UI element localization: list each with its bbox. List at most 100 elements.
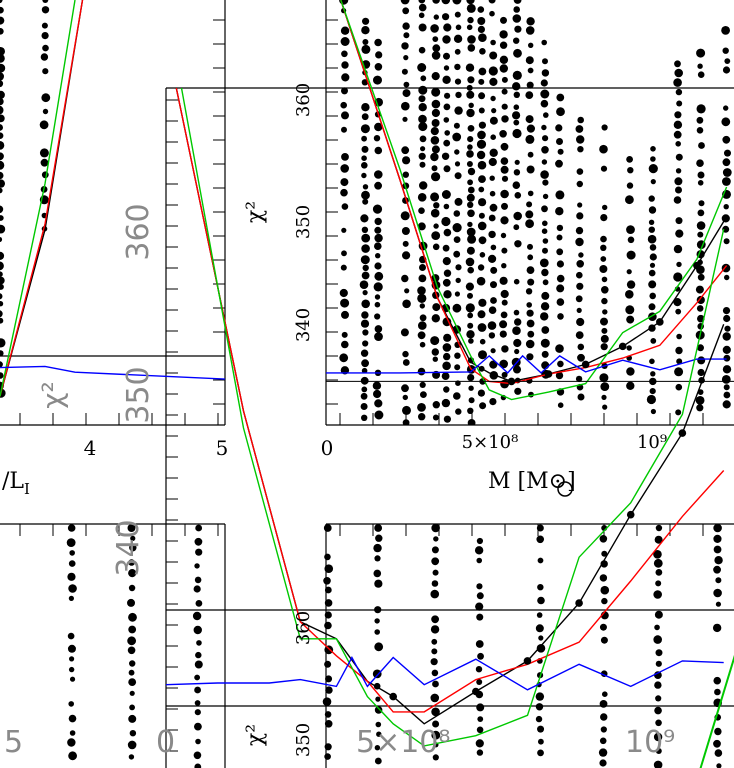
tr-point <box>600 244 607 251</box>
bottom-point <box>128 625 137 634</box>
tr-point <box>500 311 508 319</box>
tr-point <box>452 303 462 313</box>
bottom-point <box>655 580 662 587</box>
tr-point <box>467 186 475 194</box>
bottom-point <box>324 599 333 607</box>
bottom-point <box>196 640 202 646</box>
tr-point <box>697 71 705 78</box>
tr-point <box>490 297 497 304</box>
bottom-point <box>713 565 721 574</box>
tr-point <box>525 26 535 35</box>
tr-point <box>466 3 476 13</box>
tr-point <box>488 214 496 222</box>
tr-point <box>478 350 487 360</box>
bottom-point <box>600 585 610 595</box>
tr-point <box>443 52 450 60</box>
tr-point <box>675 88 683 96</box>
tr-point <box>401 227 410 235</box>
tr-point <box>555 159 563 168</box>
bottom-point <box>653 760 663 768</box>
axis-labels: 4 5 /LI 0 5×10⁸ 10⁹ M [M⊙] χ² 360 350 34… <box>2 83 667 757</box>
tr-point <box>374 217 382 226</box>
tr-point <box>513 278 520 285</box>
bottom-point <box>537 725 545 733</box>
tl-point <box>41 31 49 40</box>
tr-point <box>477 130 486 140</box>
tr-point <box>525 288 533 295</box>
bottom-point <box>68 560 76 567</box>
tr-point <box>400 328 409 337</box>
tr-point <box>442 361 451 371</box>
tr-point <box>501 371 508 378</box>
bottom-point <box>130 535 136 542</box>
tr-point <box>478 175 486 184</box>
bottom-point <box>599 700 608 708</box>
tr-point <box>478 212 485 219</box>
tl-point <box>0 293 3 300</box>
tr-point <box>514 25 522 33</box>
bottom-point <box>194 660 203 669</box>
tr-point <box>724 149 731 157</box>
bottom-point <box>129 690 135 696</box>
tr-point <box>722 158 731 167</box>
tr-point <box>362 184 369 190</box>
tr-point <box>513 119 520 126</box>
bottom-point <box>475 602 484 611</box>
bottom-point <box>476 557 483 564</box>
bottom-point <box>654 671 662 679</box>
tr-point <box>501 76 508 83</box>
tr-point <box>542 279 549 286</box>
tl-point <box>0 90 5 99</box>
tr-point <box>341 50 348 58</box>
bottom-point <box>432 754 439 761</box>
tr-black-marker <box>544 370 553 378</box>
bottom-point <box>713 739 721 748</box>
tr-point <box>361 359 369 368</box>
tl-point <box>0 54 5 63</box>
tr-point <box>600 334 609 343</box>
tr-point <box>478 236 487 245</box>
tr-point <box>673 298 682 307</box>
tr-point <box>441 398 451 408</box>
bottom-point <box>325 675 333 683</box>
tr-point <box>648 195 655 202</box>
tr-point <box>526 17 535 26</box>
tr-point <box>374 399 383 408</box>
bottom-point <box>127 598 136 607</box>
tr-point <box>489 148 498 157</box>
tr-point <box>402 240 409 247</box>
tr-point <box>576 260 584 268</box>
tr-point <box>556 224 564 232</box>
bottom-point <box>129 704 135 711</box>
tr-point <box>467 322 474 329</box>
tr-point <box>341 111 349 120</box>
tr-point <box>676 261 682 268</box>
tr-point <box>454 352 461 359</box>
tr-point <box>402 251 411 260</box>
bottom-point <box>599 574 608 582</box>
tr-point <box>466 193 475 202</box>
bottom-point <box>431 707 440 717</box>
tl-point <box>0 160 5 170</box>
tr-point <box>501 88 508 95</box>
tr-point <box>501 103 508 110</box>
tl-point <box>0 283 4 290</box>
tr-point <box>514 318 522 326</box>
tr-point <box>466 108 475 118</box>
tr-point <box>443 117 450 123</box>
tr-point <box>541 124 547 131</box>
tr-point <box>452 223 462 233</box>
mid-ghost-y-tick-340: 340 <box>111 519 146 576</box>
tr-point <box>455 91 462 99</box>
bottom-point <box>655 660 662 667</box>
tr-point <box>556 93 565 102</box>
tr-point <box>419 381 426 388</box>
tr-point <box>650 146 656 152</box>
tr-point <box>401 274 409 283</box>
tr-point <box>525 56 534 65</box>
tr-point <box>675 141 681 147</box>
tr-point <box>478 107 485 114</box>
bottom-point <box>653 550 662 559</box>
bottom-point <box>324 743 332 751</box>
